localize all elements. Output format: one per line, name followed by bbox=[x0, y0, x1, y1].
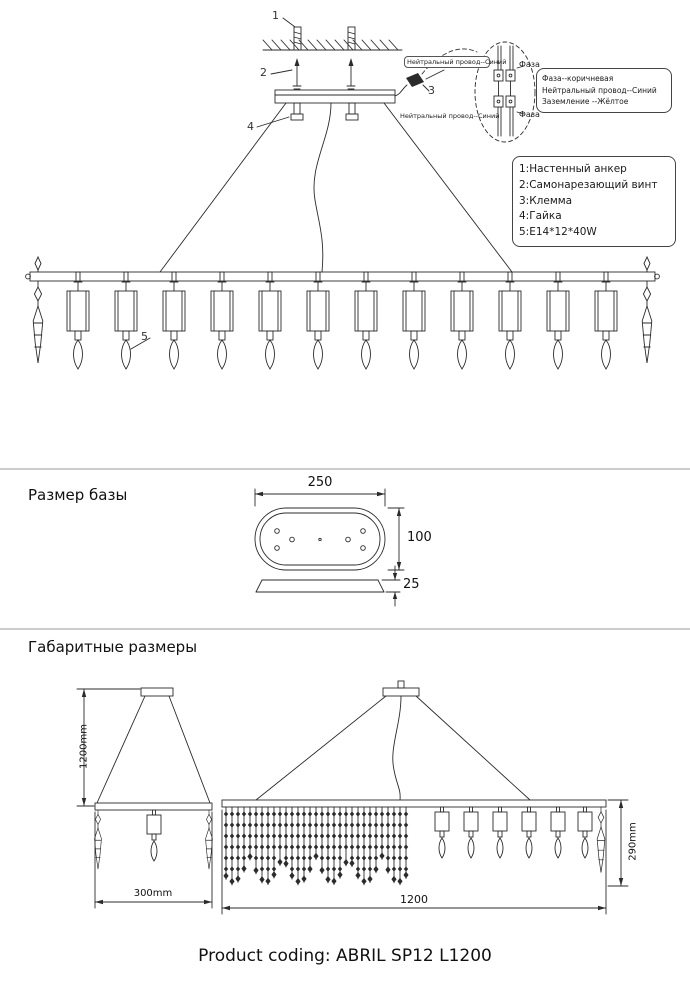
dim-1200mm bbox=[76, 688, 141, 807]
terminal-block bbox=[474, 41, 536, 143]
canopy bbox=[274, 89, 396, 121]
front-lights bbox=[434, 806, 593, 859]
label-neutral-bottom: Нейтральный провод--Синий bbox=[400, 112, 500, 120]
dim-1200 bbox=[221, 809, 607, 915]
callout-2: 2 bbox=[260, 66, 267, 79]
product-coding: Product coding: ABRIL SP12 L1200 bbox=[198, 946, 492, 966]
legend-item-screw: 2:Самонарезающий винт bbox=[519, 178, 658, 191]
note-line-phase: Фаза--коричневая bbox=[542, 74, 614, 83]
label-phase-bottom: Фаза bbox=[519, 110, 540, 119]
right-end-pendant bbox=[641, 280, 653, 364]
front-view bbox=[221, 680, 607, 886]
label-neutral-top: Нейтральный провод--Синий bbox=[404, 56, 506, 68]
legend-item-clamp: 3:Клемма bbox=[519, 194, 573, 207]
ceiling-hatch bbox=[262, 39, 399, 51]
legend-item-nut: 4:Гайка bbox=[519, 210, 562, 223]
dim-1200mm-label: 1200mm bbox=[78, 724, 90, 769]
front-end-pendant bbox=[596, 806, 606, 873]
crystal-curtain bbox=[223, 806, 409, 886]
legend-item-anchor: 1:Настенный анкер bbox=[519, 163, 627, 175]
dim-250 bbox=[254, 488, 386, 507]
lights-row bbox=[66, 271, 618, 370]
note-line-ground: Заземление --Жёлтое bbox=[542, 97, 629, 107]
legend-box: 1:Настенный анкер 2:Самонарезающий винт … bbox=[512, 156, 676, 247]
chandelier-front bbox=[25, 102, 660, 370]
label-phase-top: Фаза bbox=[519, 60, 540, 69]
side-view bbox=[94, 687, 213, 870]
note-line-neutral: Нейтральный провод--Синий bbox=[542, 85, 657, 95]
dim-300mm-label: 300mm bbox=[133, 888, 173, 899]
mounting-screws bbox=[292, 58, 356, 90]
wiring-note-box: Фаза--коричневая Нейтральный провод--Син… bbox=[536, 68, 672, 113]
power-cord bbox=[394, 48, 478, 97]
callout-1: 1 bbox=[272, 9, 279, 22]
dim-25-label: 25 bbox=[403, 577, 420, 592]
dim-290mm bbox=[607, 799, 629, 887]
dim-100-label: 100 bbox=[407, 530, 432, 545]
anchor-bolts bbox=[293, 26, 356, 51]
dim-290mm-label: 290mm bbox=[627, 822, 639, 861]
base-top-view bbox=[254, 507, 386, 571]
callout-4: 4 bbox=[247, 120, 254, 133]
dim-250-label: 250 bbox=[307, 475, 333, 490]
dim-25 bbox=[381, 565, 401, 607]
dim-100 bbox=[387, 507, 405, 571]
legend-item-bulb: 5:E14*12*40W bbox=[519, 226, 597, 238]
dim-1200-label: 1200 bbox=[400, 893, 428, 906]
overall-dimensions-title: Габаритные размеры bbox=[28, 638, 198, 656]
callout-3: 3 bbox=[428, 84, 435, 97]
left-end-pendant bbox=[32, 280, 44, 364]
callout-5: 5 bbox=[141, 330, 148, 343]
base-side-view bbox=[255, 579, 385, 593]
ceiling-mount bbox=[262, 26, 403, 90]
base-size-title: Размер базы bbox=[28, 486, 128, 504]
callout-leaders bbox=[130, 17, 430, 350]
dim-300mm bbox=[94, 811, 213, 909]
